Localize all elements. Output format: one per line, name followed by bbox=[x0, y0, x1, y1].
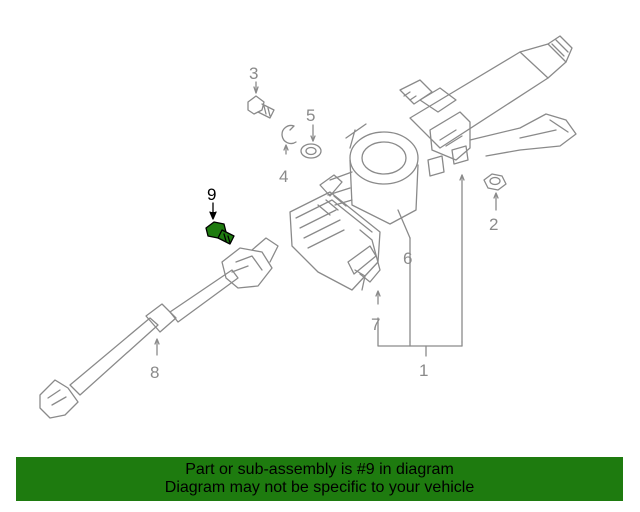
upper-column-tube bbox=[399, 35, 573, 177]
banner-line-2: Diagram may not be specific to your vehi… bbox=[164, 479, 475, 496]
callout-1: 1 bbox=[419, 361, 428, 380]
callout-7: 7 bbox=[371, 315, 380, 334]
steering-column-motor-part bbox=[319, 123, 419, 283]
callout-2: 2 bbox=[489, 215, 498, 234]
clip-part-4 bbox=[281, 124, 297, 145]
bolt-part-9-highlighted bbox=[205, 202, 235, 245]
callout-9: 9 bbox=[207, 185, 216, 204]
column-housing-lower bbox=[289, 191, 381, 291]
washer-part-5 bbox=[300, 143, 322, 159]
callout-6: 6 bbox=[403, 249, 412, 268]
callout-4: 4 bbox=[279, 167, 288, 186]
callout-8: 8 bbox=[150, 363, 159, 382]
bolt-part-3 bbox=[247, 95, 275, 119]
intermediate-shaft-part bbox=[39, 237, 279, 419]
nut-part-2 bbox=[483, 173, 507, 191]
tilt-lever bbox=[469, 113, 577, 157]
leader-lines bbox=[154, 81, 499, 357]
part-info-banner: Part or sub-assembly is #9 in diagram Di… bbox=[16, 457, 623, 501]
banner-line-1: Part or sub-assembly is #9 in diagram bbox=[185, 461, 454, 478]
callout-3: 3 bbox=[249, 64, 258, 83]
callout-5: 5 bbox=[306, 106, 315, 125]
